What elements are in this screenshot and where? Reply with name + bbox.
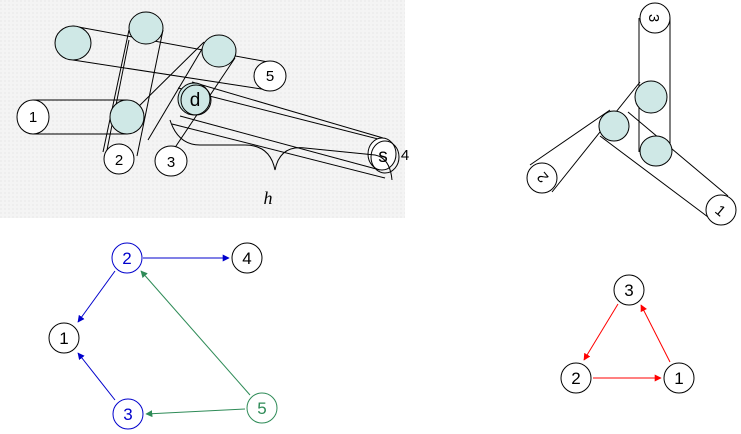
h-brace xyxy=(169,119,393,181)
node-3 xyxy=(112,398,144,430)
node-2 xyxy=(111,242,143,274)
edge-2-1 xyxy=(77,270,116,323)
edge-3-2 xyxy=(583,303,619,361)
node-1-label: 1 xyxy=(59,329,68,348)
graph-left: 2 4 1 3 5 xyxy=(48,242,278,430)
end-cap-r3 xyxy=(639,2,671,34)
node-r2-label: 2 xyxy=(571,369,580,388)
cylinder-cap-d xyxy=(109,99,145,135)
label-5: 5 xyxy=(266,68,274,85)
edge-5-3 xyxy=(145,408,246,418)
label-2: 2 xyxy=(115,152,123,169)
tube-1 xyxy=(16,99,127,135)
cylinder-cap-r-right xyxy=(639,135,673,167)
end-cap-r1 xyxy=(705,194,737,226)
label-4: 4 xyxy=(401,147,409,164)
node-3-label: 3 xyxy=(123,405,132,424)
cylinder-cap-a xyxy=(54,25,92,61)
tube-s xyxy=(171,81,400,179)
node-r3 xyxy=(613,274,645,306)
node-r1-label: 1 xyxy=(674,369,683,388)
label-s: s xyxy=(378,146,388,167)
cylinder-cap-r-top xyxy=(634,80,668,114)
graph-right: 3 2 1 xyxy=(560,274,695,394)
end-cap-3 xyxy=(154,145,188,177)
cylinder-cap-label-d-outline xyxy=(180,84,212,116)
node-4-label: 4 xyxy=(242,249,251,268)
node-5-label: 5 xyxy=(257,399,266,418)
node-2-label: 2 xyxy=(122,249,131,268)
cylinder-cap-c xyxy=(201,34,237,68)
node-5 xyxy=(246,392,278,424)
cylinder-cap-r-left xyxy=(598,110,630,142)
node-r2 xyxy=(560,362,592,394)
end-cap-r2 xyxy=(526,162,558,194)
label-3: 3 xyxy=(167,154,175,171)
node-r3-label: 3 xyxy=(624,281,633,300)
end-cap-2 xyxy=(103,143,135,175)
label-1: 1 xyxy=(29,109,37,126)
edge-5-2 xyxy=(140,270,251,396)
cylinder-panel-left: 1 2 3 5 d s 4 h xyxy=(0,0,409,218)
tube-2 xyxy=(102,29,164,157)
label-h: h xyxy=(264,188,273,208)
cylinder-panel-right xyxy=(526,2,737,226)
node-1 xyxy=(48,322,80,354)
cylinder-cap-b xyxy=(128,11,164,45)
label-r3: 3 xyxy=(645,14,662,22)
edge-1-3 xyxy=(640,304,671,363)
label-d: d xyxy=(190,90,201,111)
node-r1 xyxy=(663,362,695,394)
node-4 xyxy=(231,242,263,274)
edge-3-1 xyxy=(77,352,116,401)
